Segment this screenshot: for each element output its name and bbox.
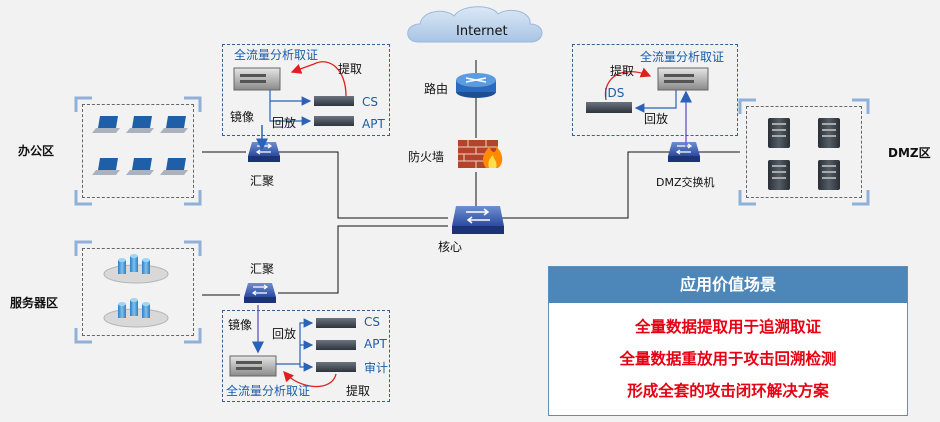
top-right-replay-label: 回放 — [644, 112, 669, 126]
top-left-replay-label: 回放 — [272, 116, 297, 130]
office-zone-box — [82, 104, 194, 198]
bottom-replay-label: 回放 — [272, 327, 297, 341]
scenario-line-2: 全量数据重放用于攻击回溯检测 — [619, 350, 837, 368]
firewall-shape — [458, 140, 503, 168]
top-right-ids-label: IDS — [604, 86, 625, 100]
top-right-analysis-box — [572, 44, 738, 136]
bottom-audit-label: 审计 — [364, 361, 389, 375]
dmz-zone-box — [746, 106, 862, 198]
top-left-analysis-group — [233, 61, 354, 151]
bottom-cs-label: CS — [364, 315, 380, 329]
core-label: 核心 — [438, 240, 463, 254]
scenario-line-1: 全量数据提取用于追溯取证 — [634, 318, 821, 336]
aggregation-top-label: 汇聚 — [250, 174, 275, 188]
bottom-analysis-box — [222, 310, 390, 402]
top-right-analysis-group — [586, 67, 709, 147]
switch-shapes — [244, 142, 700, 303]
top-left-apt-label: APT — [362, 117, 385, 131]
firewall-label: 防火墙 — [408, 150, 445, 164]
aggregation-bottom-label: 汇聚 — [250, 262, 275, 276]
router-label: 路由 — [424, 82, 449, 96]
bottom-analysis-group — [229, 305, 356, 388]
dmz-switch-label: DMZ交换机 — [656, 176, 715, 189]
top-right-extract-label: 提取 — [610, 64, 635, 78]
server-zone-box — [82, 248, 194, 336]
office-laptops — [92, 116, 188, 175]
router-shape — [456, 73, 496, 98]
bottom-mirror-label: 镜像 — [228, 318, 253, 332]
internet-label: Internet — [456, 24, 508, 39]
bottom-extract-label: 提取 — [346, 384, 371, 398]
top-left-cs-label: CS — [362, 95, 378, 109]
value-scenarios-panel: 应用价值场景 全量数据提取用于追溯取证 全量数据重放用于攻击回溯检测 形成全套的… — [548, 266, 908, 416]
top-left-box-title: 全流量分析取证 — [234, 48, 319, 62]
server-zone-label: 服务器区 — [10, 296, 59, 310]
zone-brackets — [74, 96, 870, 344]
dmz-zone-label: DMZ区 — [888, 146, 931, 160]
bottom-box-title: 全流量分析取证 — [226, 384, 311, 398]
bottom-apt-label: APT — [364, 337, 387, 351]
dmz-servers — [768, 118, 840, 190]
network-links — [202, 60, 740, 296]
office-zone-label: 办公区 — [18, 144, 55, 158]
top-left-extract-label: 提取 — [338, 62, 363, 76]
value-scenarios-title: 应用价值场景 — [549, 267, 907, 303]
top-left-mirror-label: 镜像 — [230, 110, 255, 124]
top-left-analysis-box — [222, 44, 390, 136]
server-zone-databases — [103, 254, 169, 328]
internet-cloud-shape — [407, 6, 543, 43]
scenario-line-3: 形成全套的攻击闭环解决方案 — [627, 382, 829, 400]
top-right-box-title: 全流量分析取证 — [640, 50, 725, 64]
